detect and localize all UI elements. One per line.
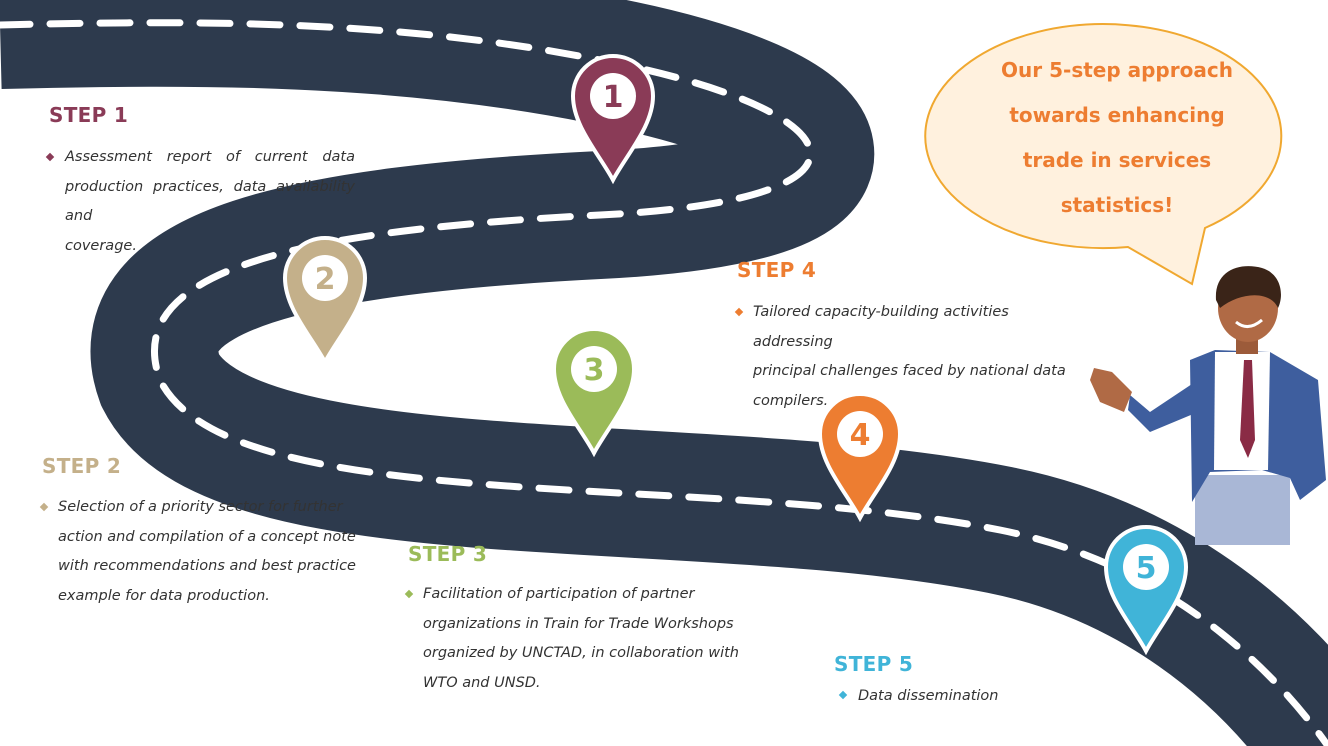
step-2-title: STEP 2 [42,454,122,478]
step-3-line-3: organized by UNCTAD, in collaboration wi… [423,645,739,661]
marker-3: 3 [551,327,637,458]
step-3-description: Facilitation of participation of partner… [423,580,743,698]
marker-1: 1 [570,54,656,185]
step-1-line-3: coverage. [65,237,137,254]
step-3-line-4: WTO and UNSD. [423,674,541,691]
marker-number-4: 4 [850,418,871,453]
step-3-line-1: Facilitation of participation of partner [423,586,695,602]
marker-number-2: 2 [315,262,336,297]
step-4-title: STEP 4 [737,258,817,282]
bubble-line-4: statistics! [1060,193,1174,217]
step-5-line-1: Data dissemination [858,688,999,704]
road-center-dashes [0,19,1328,746]
presenter-illustration [1090,266,1326,545]
step-2-line-4: example for data production. [58,587,270,604]
marker-disc-2 [302,255,348,301]
marker-4: 4 [817,392,903,523]
marker-disc-5 [1123,544,1169,590]
marker-number-5: 5 [1136,551,1157,586]
step-2-line-1: Selection of a priority sector for furth… [58,499,343,515]
speech-bubble [924,23,1283,286]
bubble-line-1: Our 5-step approach [1001,58,1233,82]
marker-number-1: 1 [603,80,624,115]
speech-bubble-text: Our 5-step approach towards enhancing tr… [972,48,1262,228]
bubble-line-3: trade in services [1022,148,1212,172]
step-4-description: Tailored capacity-building activities ad… [753,298,1083,416]
step-3-line-2: organizations in Train for Trade Worksho… [423,615,734,632]
marker-disc-1 [590,73,636,119]
step-2-line-2: action and compilation of a concept note [58,528,356,545]
marker-2: 2 [282,236,368,367]
step-1-line-1: Assessment report of current data [65,149,355,165]
step-5-description: Data dissemination [858,682,1058,712]
step-3-title: STEP 3 [408,542,488,566]
marker-disc-4 [837,411,883,457]
step-4-line-3: compilers. [753,392,829,409]
step-4-line-2: principal challenges faced by national d… [753,363,1066,379]
step-5-title: STEP 5 [834,652,914,676]
step-1-description: Assessment report of current data produc… [65,143,355,261]
marker-number-3: 3 [584,353,605,388]
step-4-line-1: Tailored capacity-building activities ad… [753,304,1009,350]
step-1-title: STEP 1 [49,103,129,127]
step-1-line-2: production practices, data availability … [65,178,355,225]
marker-5: 5 [1103,525,1189,656]
step-2-description: Selection of a priority sector for furth… [58,493,358,611]
marker-disc-3 [571,346,617,392]
step-2-line-3: with recommendations and best practice [58,558,356,574]
bubble-line-2: towards enhancing [1009,103,1225,127]
